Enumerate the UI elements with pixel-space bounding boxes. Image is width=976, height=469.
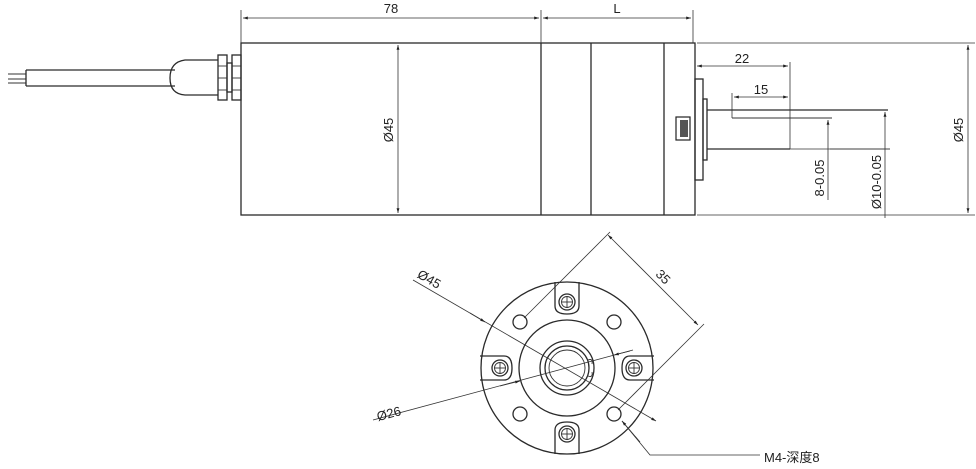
dim-shaft-diameter: Ø10-0.05 <box>869 155 884 209</box>
motor-body <box>240 42 696 216</box>
front-view: Ø45 Ø26 35 M4-深度8 <box>372 231 820 465</box>
dim-body-diameter-right: Ø45 <box>951 118 966 143</box>
dim-22: 22 <box>735 51 749 66</box>
output-flange-and-shaft <box>675 78 888 181</box>
side-view: 78 L Ø45 Ø45 22 15 8-0.05 Ø10-0.05 <box>8 1 975 218</box>
dim-15: 15 <box>754 82 768 97</box>
dim-L: L <box>613 1 620 16</box>
screw-icon <box>480 355 513 381</box>
screw-icon <box>554 421 580 454</box>
dim-hole-spacing: 35 <box>653 266 674 287</box>
cable-gland-nuts <box>217 54 242 101</box>
dim-pilot-diameter: Ø26 <box>375 403 403 424</box>
screw-icon <box>554 282 580 315</box>
screw-icon <box>621 355 654 381</box>
dimensions-side <box>240 10 975 218</box>
dim-flat: 8-0.05 <box>812 160 827 197</box>
dim-body-diameter: Ø45 <box>381 118 396 143</box>
dim-78: 78 <box>384 1 398 16</box>
cable <box>8 59 218 96</box>
dim-outer-diameter: Ø45 <box>415 266 444 291</box>
screws <box>480 282 654 454</box>
thread-callout: M4-深度8 <box>764 450 820 465</box>
